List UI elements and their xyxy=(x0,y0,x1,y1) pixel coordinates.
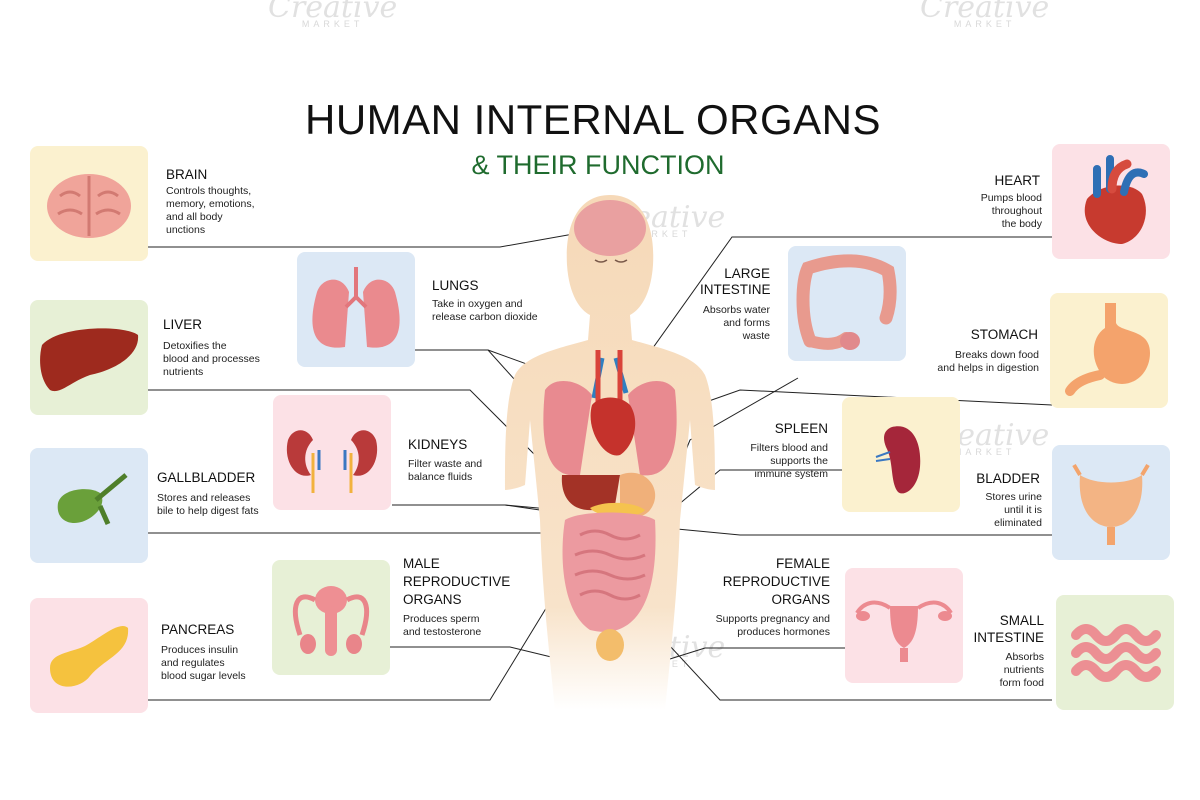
bladder-label: BLADDER xyxy=(976,471,1040,486)
page-title: HUMAN INTERNAL ORGANS xyxy=(304,96,881,143)
kidneys-label: KIDNEYS xyxy=(408,437,468,452)
kidneys-icon xyxy=(286,430,378,493)
brain-shape xyxy=(574,200,646,256)
body-figure xyxy=(505,195,715,710)
stomach-icon xyxy=(1065,303,1150,396)
female-panel xyxy=(845,568,963,683)
line-liver xyxy=(148,389,561,481)
eyes xyxy=(594,259,628,263)
small-intestine-panel xyxy=(1056,595,1174,710)
heart-label: HEART xyxy=(994,173,1040,188)
intestine-folds xyxy=(574,529,646,601)
gallbladder-label: GALLBLADDER xyxy=(157,470,256,485)
brain-desc: Controls thoughts,memory, emotions,and a… xyxy=(166,185,255,236)
spleen-panel xyxy=(842,397,960,512)
kidneys-panel xyxy=(273,395,391,510)
heart-shape xyxy=(590,397,636,456)
spleen-icon xyxy=(875,426,921,494)
brain-icon xyxy=(47,174,131,238)
female-reproductive-icon xyxy=(855,600,953,662)
left-lung xyxy=(543,380,592,476)
liver-panel xyxy=(30,300,148,415)
lungs-label: LUNGS xyxy=(432,278,479,293)
large-intestine-panel xyxy=(788,246,906,361)
stomach-label: STOMACH xyxy=(970,327,1038,342)
bladder-icon xyxy=(1072,463,1150,545)
heart-panel xyxy=(1052,144,1170,259)
intestines-shape xyxy=(562,512,656,632)
liver-icon xyxy=(40,328,139,392)
liver-label: LIVER xyxy=(163,317,203,332)
small-intestine-icon xyxy=(1071,624,1161,682)
liver-shape xyxy=(561,475,620,511)
page-subtitle: & THEIR FUNCTION xyxy=(471,150,725,180)
brain-label: BRAIN xyxy=(166,167,208,182)
heart-icon xyxy=(1084,155,1148,244)
male-panel xyxy=(272,560,390,675)
brain-panel xyxy=(30,146,148,261)
line-heart xyxy=(629,236,1052,381)
pancreas-label: PANCREAS xyxy=(161,622,235,637)
large-intestine-icon xyxy=(796,254,897,350)
line-spleen xyxy=(671,469,842,511)
lungs-icon xyxy=(312,267,400,348)
bladder-panel xyxy=(1052,445,1170,560)
bladder-shape xyxy=(596,629,624,661)
stomach-panel xyxy=(1050,293,1168,408)
spleen-label: SPLEEN xyxy=(774,421,828,436)
pancreas-icon xyxy=(50,625,129,687)
male-reproductive-icon xyxy=(292,586,370,656)
gallbladder-icon xyxy=(57,473,128,526)
gallbladder-panel xyxy=(30,448,148,563)
arteries xyxy=(595,350,623,410)
lungs-panel xyxy=(297,252,415,367)
line-brain xyxy=(148,229,597,248)
right-lung xyxy=(628,380,677,476)
pancreas-panel xyxy=(30,598,148,713)
